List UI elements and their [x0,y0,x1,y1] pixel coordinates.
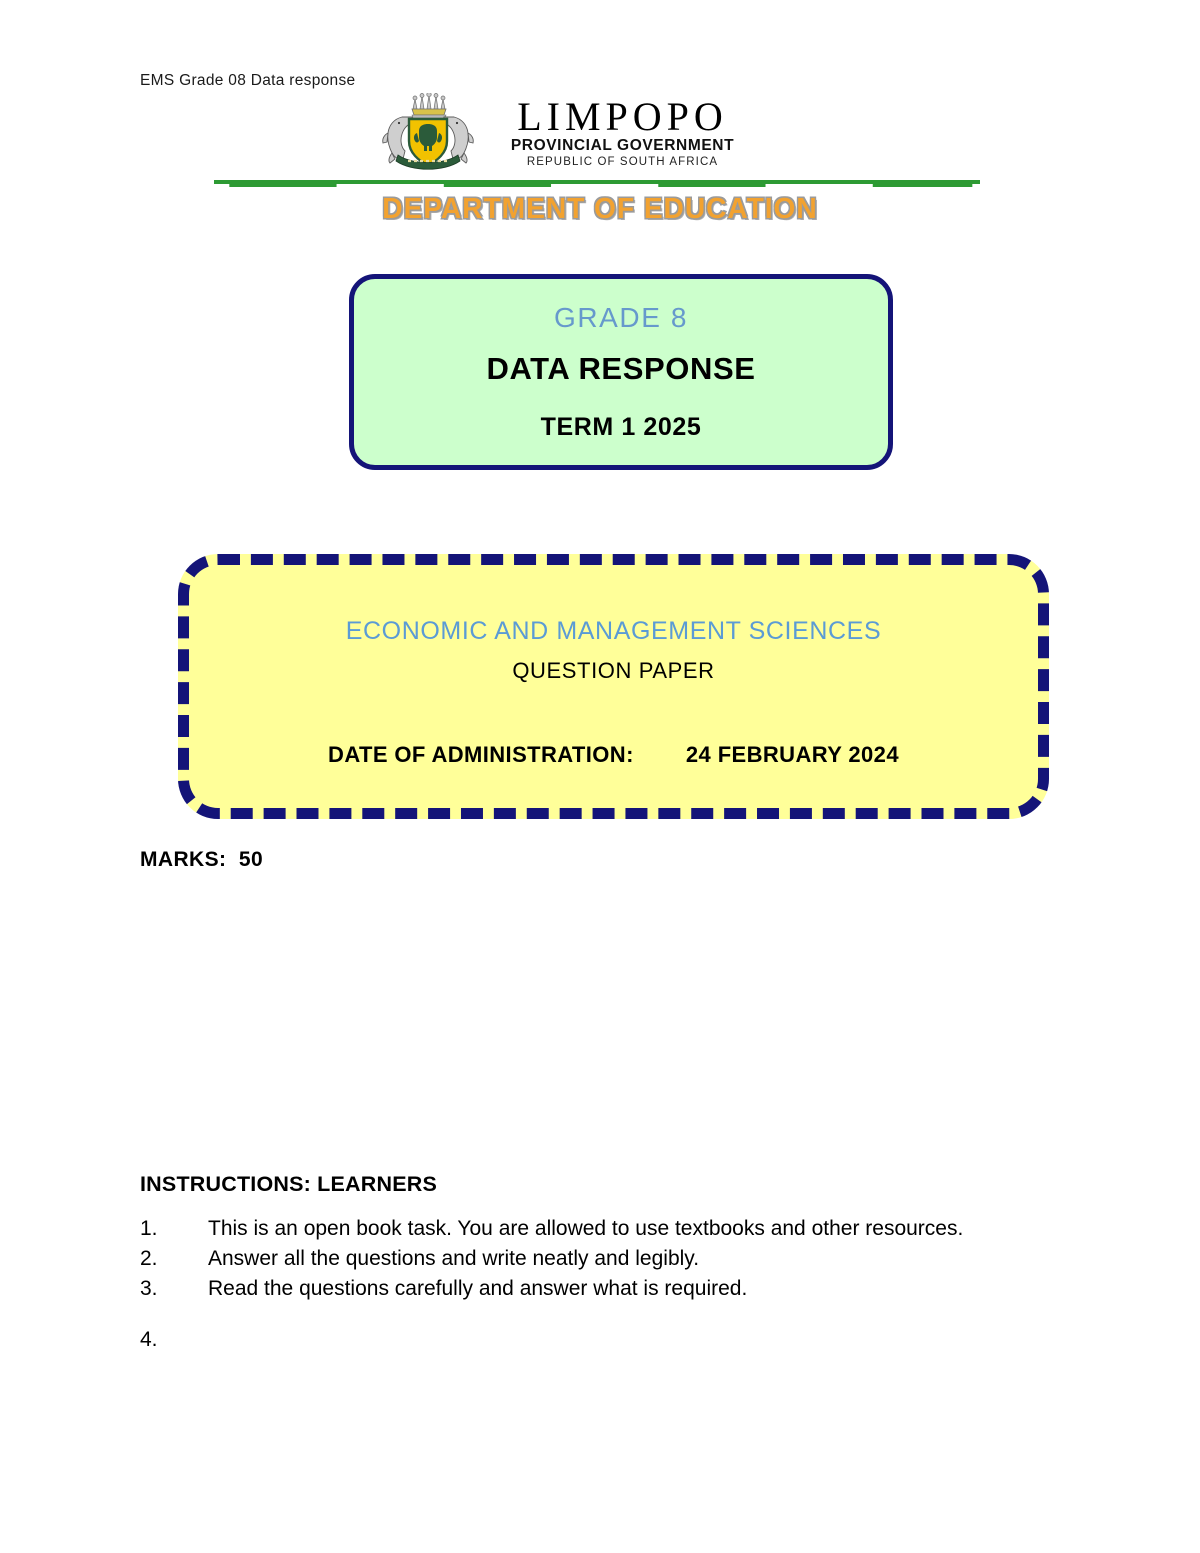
list-item-number: 2. [140,1246,158,1270]
paper-type-label: QUESTION PAPER [512,658,715,683]
paper-info-box: ECONOMIC AND MANAGEMENT SCIENCES QUESTIO… [178,554,1049,819]
department-of-education-title: DEPARTMENT OF EDUCATION [382,193,818,225]
list-item-number: 4. [140,1328,158,1352]
list-item: 2. Answer all the questions and write ne… [140,1244,970,1274]
document-running-header: EMS Grade 08 Data response [140,72,356,89]
list-item-number: 1. [140,1217,158,1240]
paper-title-box: GRADE 8 DATA RESPONSE TERM 1 2025 [349,274,893,470]
total-marks-line: MARKS: 50 [140,848,264,871]
list-item-text: Answer all the questions and write neatl… [208,1246,700,1270]
paper-grade-label: GRADE 8 [553,301,689,333]
subject-label: ECONOMIC AND MANAGEMENT SCIENCES [345,617,882,645]
limpopo-wordmark-province: LIMPOPO [517,93,728,139]
limpopo-government-logo: LIMPOPO PROVINCIAL GOVERNMENT REPUBLIC O… [372,92,757,174]
green-divider-rule [214,180,980,184]
limpopo-coat-of-arms-icon [372,93,484,173]
limpopo-wordmark-tier: PROVINCIAL GOVERNMENT [510,137,735,155]
limpopo-wordmark-country: REPUBLIC OF SOUTH AFRICA [526,155,719,168]
list-item-text: This is an open book task. You are allow… [208,1217,964,1240]
paper-term-label: TERM 1 2025 [540,413,702,442]
list-item-text: Read the questions carefully and answer … [208,1276,748,1300]
instructions-list: 1. This is an open book task. You are al… [140,1214,970,1355]
list-item: 4. [140,1325,970,1355]
limpopo-logo-wordmark: LIMPOPO PROVINCIAL GOVERNMENT REPUBLIC O… [484,93,757,169]
date-of-administration-line: DATE OF ADMINISTRATION: 24 FEBRUARY 2024 [328,742,899,767]
instructions-heading: INSTRUCTIONS: LEARNERS [140,1172,438,1196]
list-item: 3. Read the questions carefully and answ… [140,1274,970,1304]
paper-name-label: DATA RESPONSE [486,350,756,386]
list-item-number: 3. [140,1276,158,1300]
list-item: 1. This is an open book task. You are al… [140,1214,970,1244]
